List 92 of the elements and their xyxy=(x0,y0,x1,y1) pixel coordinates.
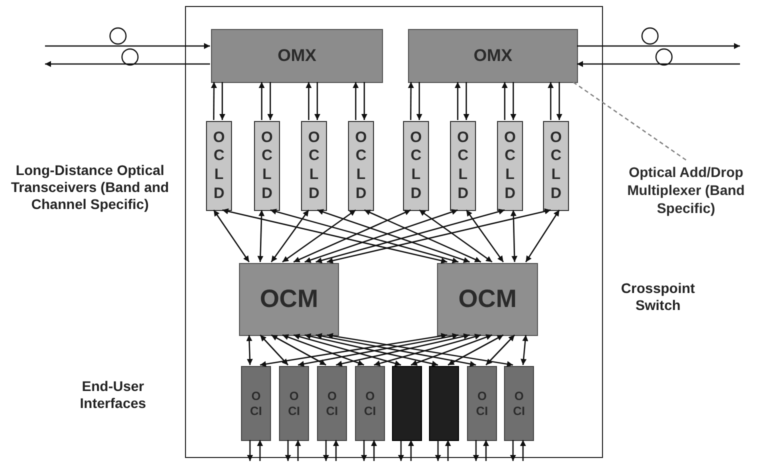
double-arrow xyxy=(510,210,518,262)
arrow xyxy=(445,440,451,461)
arrow xyxy=(577,61,740,67)
double-arrow xyxy=(260,334,288,366)
interface-box: OCI xyxy=(317,366,347,441)
double-arrow xyxy=(257,210,265,262)
double-arrow xyxy=(293,209,411,263)
arrow xyxy=(502,82,508,120)
double-arrow xyxy=(213,210,250,262)
double-arrow xyxy=(448,334,504,366)
arrow xyxy=(408,440,414,461)
double-arrow xyxy=(270,208,459,264)
double-arrow xyxy=(374,334,482,366)
arrow xyxy=(267,82,274,120)
arrow xyxy=(361,440,367,461)
double-arrow xyxy=(222,208,448,264)
double-arrow xyxy=(336,333,470,367)
side-label: End-User Interfaces xyxy=(78,378,148,412)
switch-module-box: OCM xyxy=(437,263,538,336)
arrow xyxy=(257,440,263,461)
transceiver-box: OCLD xyxy=(348,121,374,211)
arrow xyxy=(408,82,414,120)
double-arrow xyxy=(293,334,402,366)
arrow xyxy=(577,43,740,49)
switch-module-box: OCM xyxy=(239,263,339,336)
interface-box: OCI xyxy=(467,366,497,441)
side-label: Crosspoint Switch xyxy=(620,280,696,314)
callout-text: Optical Add/Drop Multiplexer (Band Specific) xyxy=(606,160,766,220)
interface-box: OCI xyxy=(279,366,309,441)
double-arrow xyxy=(282,209,356,263)
arrow xyxy=(510,440,516,461)
double-arrow xyxy=(326,333,514,367)
transceiver-box: OCLD xyxy=(301,121,327,211)
arrow xyxy=(435,440,441,461)
double-arrow xyxy=(282,334,364,366)
arrow xyxy=(520,440,526,461)
double-arrow xyxy=(486,334,516,366)
arrow xyxy=(45,61,210,67)
double-arrow xyxy=(326,208,551,264)
double-arrow xyxy=(418,209,492,263)
arrow xyxy=(333,440,339,461)
multiplexer-box: OMX xyxy=(408,29,578,83)
arrow xyxy=(398,440,404,461)
double-arrow xyxy=(466,210,504,262)
double-arrow xyxy=(520,334,528,366)
double-arrow xyxy=(304,333,438,367)
transceiver-box: OCLD xyxy=(206,121,232,211)
double-arrow xyxy=(410,334,492,366)
double-arrow xyxy=(270,334,326,366)
interface-box xyxy=(429,366,459,441)
system-frame xyxy=(185,6,603,458)
transceiver-box: OCLD xyxy=(450,121,476,211)
transceiver-box: OCLD xyxy=(254,121,280,211)
transceiver-box: OCLD xyxy=(403,121,429,211)
arrow xyxy=(510,82,516,120)
arrow xyxy=(258,82,265,120)
double-arrow xyxy=(364,209,482,263)
arrow xyxy=(323,440,329,461)
arrow xyxy=(285,440,291,461)
arrow xyxy=(219,82,226,120)
arrow xyxy=(295,440,301,461)
double-arrow xyxy=(316,208,505,264)
leader-line xyxy=(572,81,686,161)
double-arrow xyxy=(298,333,459,367)
interface-box: OCI xyxy=(504,366,534,441)
transceiver-box: OCLD xyxy=(543,121,569,211)
interface-box: OCI xyxy=(241,366,271,441)
side-label: Long-Distance Optical Transceivers (Band and Channel Specific) xyxy=(10,162,170,213)
transceiver-box: OCLD xyxy=(497,121,523,211)
arrow xyxy=(306,82,312,120)
arrow xyxy=(416,82,422,120)
arrow xyxy=(361,82,368,120)
arrow xyxy=(352,82,359,120)
double-arrow xyxy=(260,332,448,368)
arrow xyxy=(210,82,217,120)
double-arrow xyxy=(316,333,476,367)
arrow xyxy=(314,82,320,120)
arrow xyxy=(454,82,461,120)
arrow xyxy=(483,440,489,461)
arrow xyxy=(45,43,210,49)
arrow xyxy=(463,82,470,120)
interface-box xyxy=(392,366,422,441)
arrow xyxy=(371,440,377,461)
double-arrow xyxy=(246,334,253,366)
double-arrow xyxy=(270,210,310,262)
arrow xyxy=(473,440,479,461)
arrow xyxy=(247,440,253,461)
arrow xyxy=(548,82,554,120)
double-arrow xyxy=(525,210,560,262)
arrow xyxy=(556,82,562,120)
multiplexer-box: OMX xyxy=(211,29,383,83)
interface-box: OCI xyxy=(355,366,385,441)
